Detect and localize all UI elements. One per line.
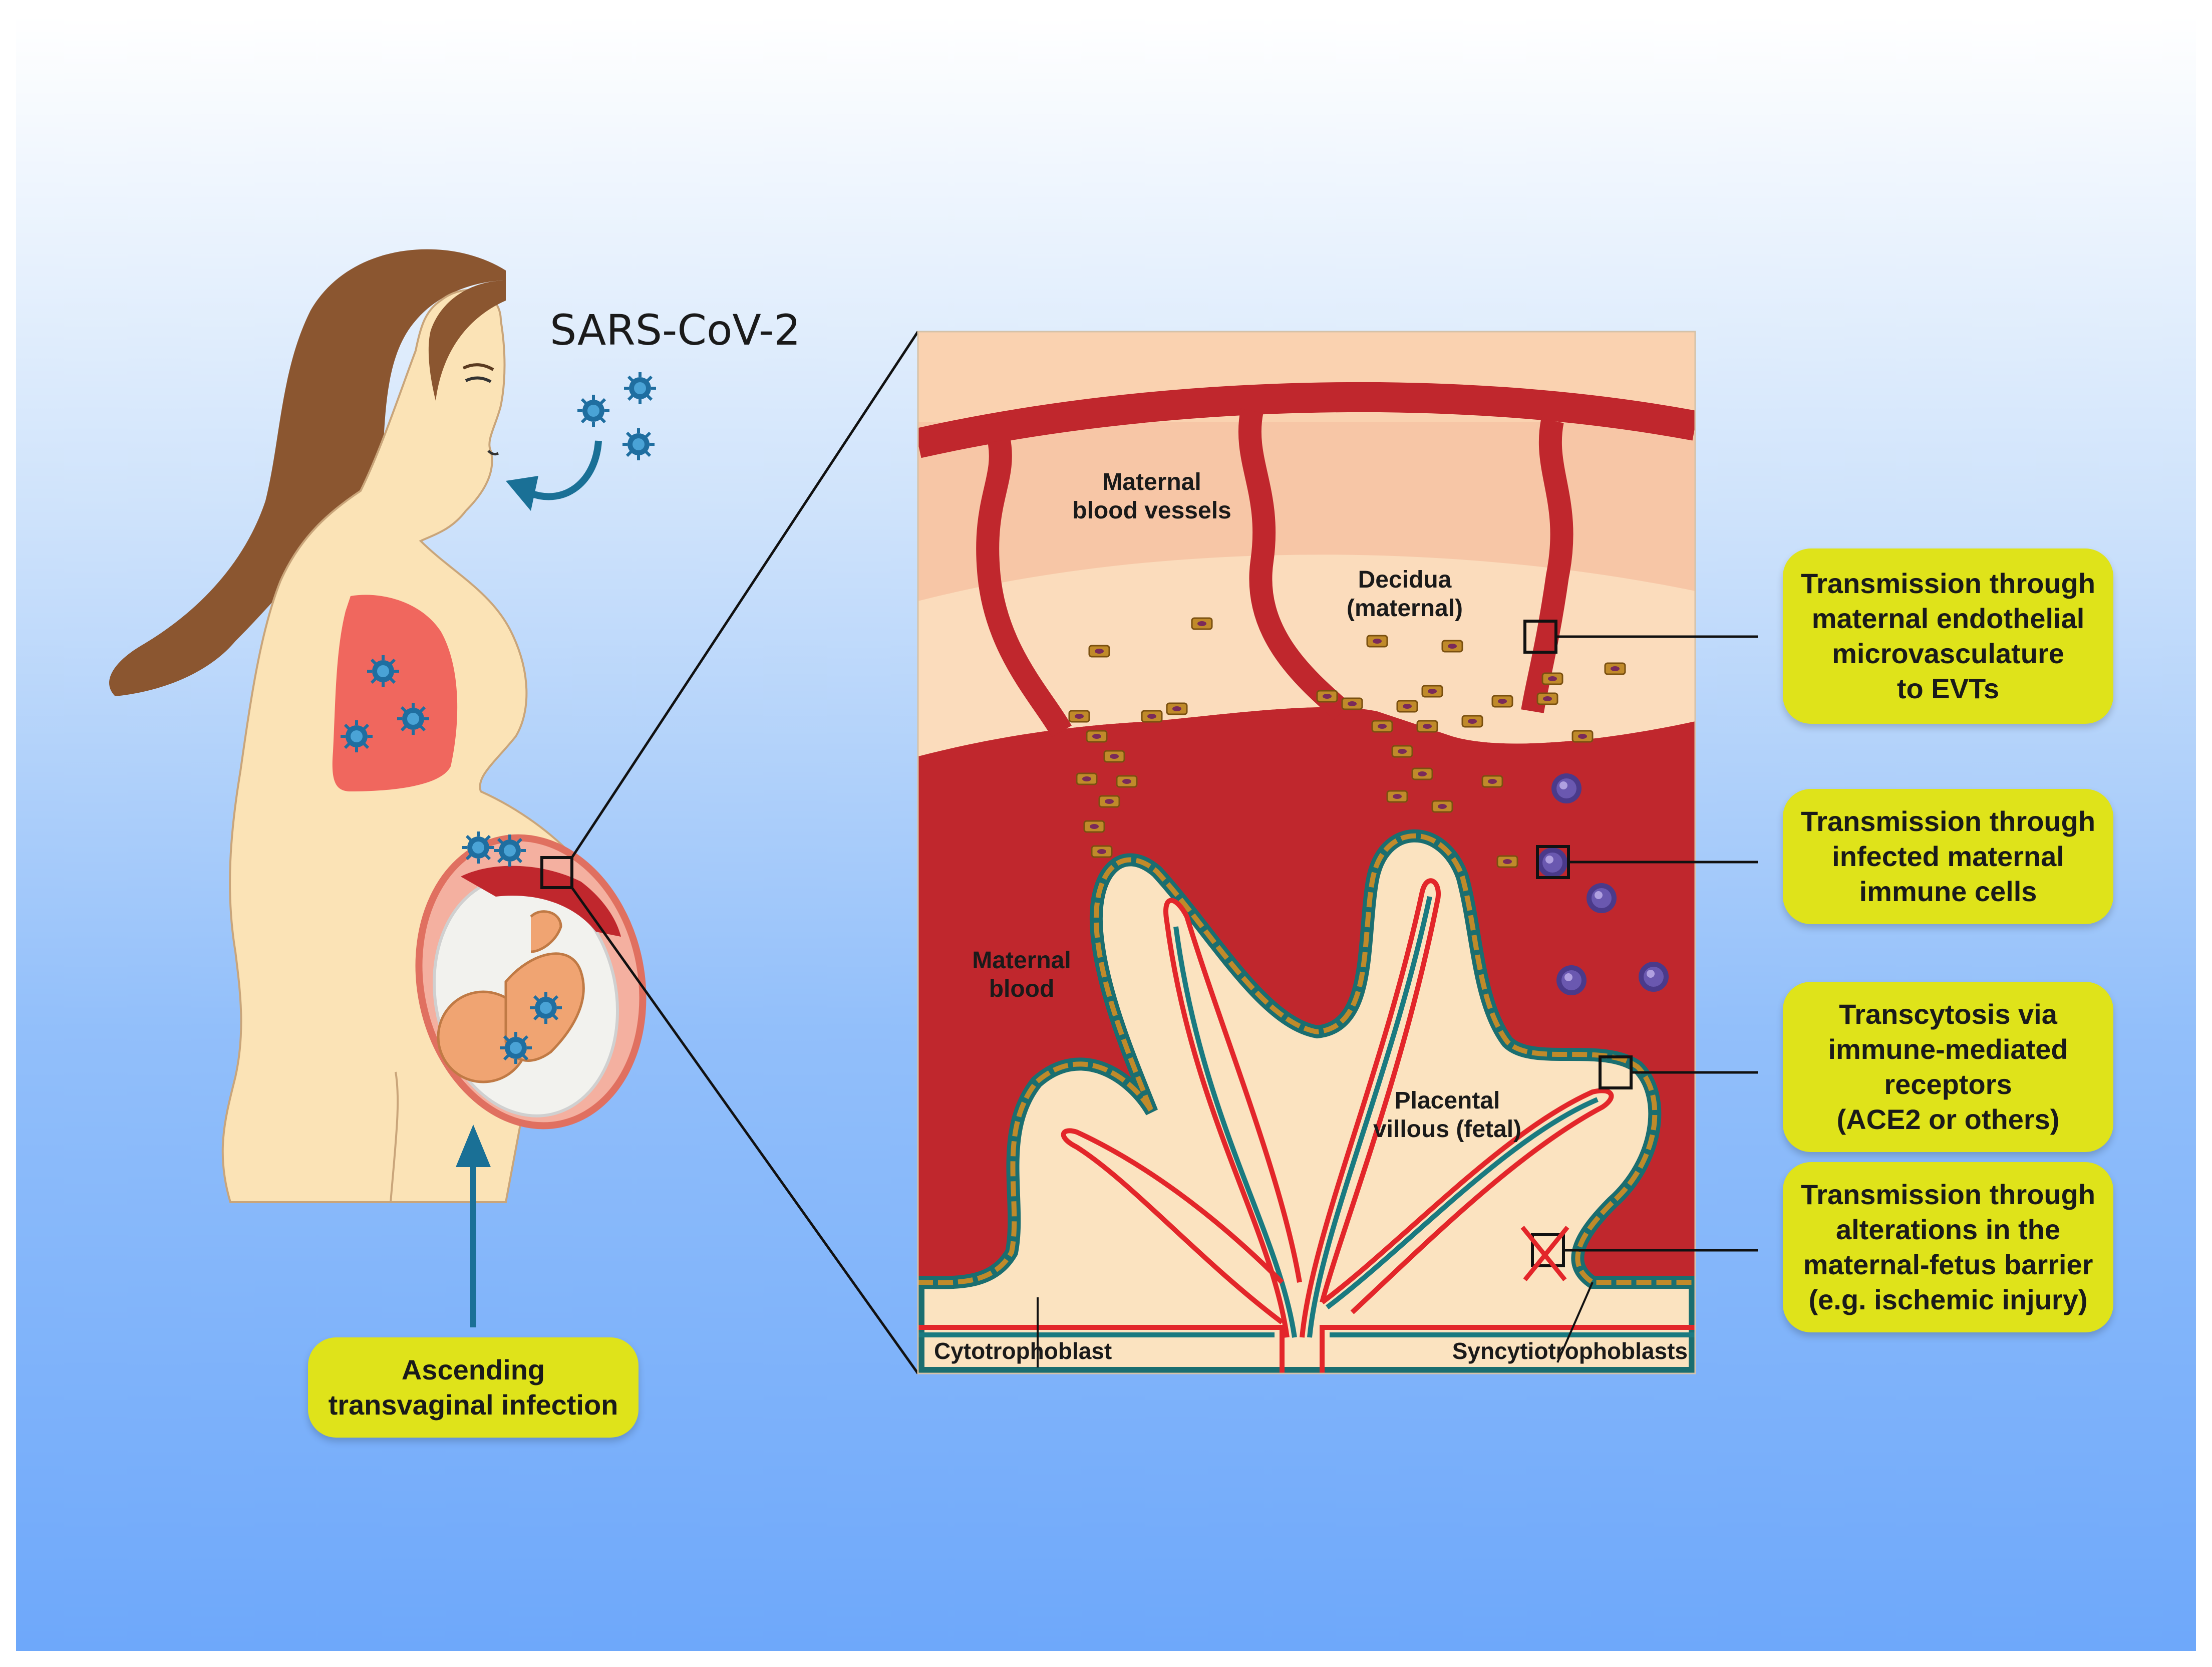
- face-mouth: [487, 450, 499, 456]
- virus-icon: [367, 655, 399, 687]
- virus-icon: [494, 835, 526, 867]
- virus-label: SARS-CoV-2: [550, 306, 801, 355]
- callout-immune-cells: Transmission through infected maternal i…: [1783, 789, 2113, 924]
- label-syncytiotrophoblasts: Syncytiotrophoblasts: [1452, 1338, 1688, 1364]
- ascending-arrowhead: [456, 1125, 491, 1167]
- callout-endothelial: Transmission through maternal endothelia…: [1783, 548, 2113, 724]
- virus-icon: [624, 372, 656, 404]
- callout-text: Ascending transvaginal infection: [328, 1354, 618, 1421]
- virus-icon: [622, 428, 655, 460]
- callout-transcytosis: Transcytosis via immune-mediated recepto…: [1783, 982, 2113, 1152]
- face-eye: [465, 376, 492, 383]
- barrier-cross: [1523, 1226, 1569, 1281]
- label-maternal-blood: Maternal blood: [972, 947, 1071, 1002]
- label-decidua: Decidua (maternal): [1346, 567, 1463, 622]
- label-placental-villous: Placental villous (fetal): [1373, 1087, 1522, 1143]
- inhalation-arrow: [529, 440, 602, 500]
- immune-cell: [1551, 773, 1582, 803]
- hair: [109, 249, 506, 696]
- face-brow: [462, 363, 494, 371]
- leader-line: [1556, 1282, 1594, 1363]
- callout-text: Transmission through maternal endothelia…: [1800, 568, 2096, 704]
- label-cytotrophoblast: Cytotrophoblast: [934, 1338, 1112, 1364]
- virus-icon: [500, 1032, 532, 1064]
- hair-front: [428, 281, 506, 401]
- immune-cell: [1556, 965, 1587, 995]
- callout-text: Transcytosis via immune-mediated recepto…: [1828, 998, 2068, 1135]
- virus-icon: [530, 992, 562, 1024]
- zoom-box: [540, 856, 573, 889]
- immune-cell: [1639, 962, 1669, 992]
- immune-cell: [1587, 883, 1617, 913]
- pregnant-woman-figure: [109, 249, 647, 1203]
- callout-barrier: Transmission through alterations in the …: [1783, 1162, 2113, 1332]
- virus-icon: [577, 395, 609, 427]
- callout-ascending: Ascending transvaginal infection: [308, 1337, 639, 1438]
- virus-icon: [397, 703, 429, 735]
- placenta-band: [461, 866, 621, 937]
- callout-text: Transmission through infected maternal i…: [1800, 805, 2096, 907]
- zoom-line: [570, 331, 919, 859]
- zoom-line: [570, 887, 919, 1374]
- callout-text: Transmission through alterations in the …: [1800, 1179, 2096, 1315]
- immune-cell: [1537, 848, 1567, 878]
- virus-icon: [341, 720, 373, 752]
- label-maternal-blood-vessels: Maternal blood vessels: [1072, 469, 1231, 524]
- placenta-panel: [918, 332, 1695, 1373]
- virus-icon: [462, 831, 494, 864]
- inhalation-arrowhead: [506, 476, 538, 511]
